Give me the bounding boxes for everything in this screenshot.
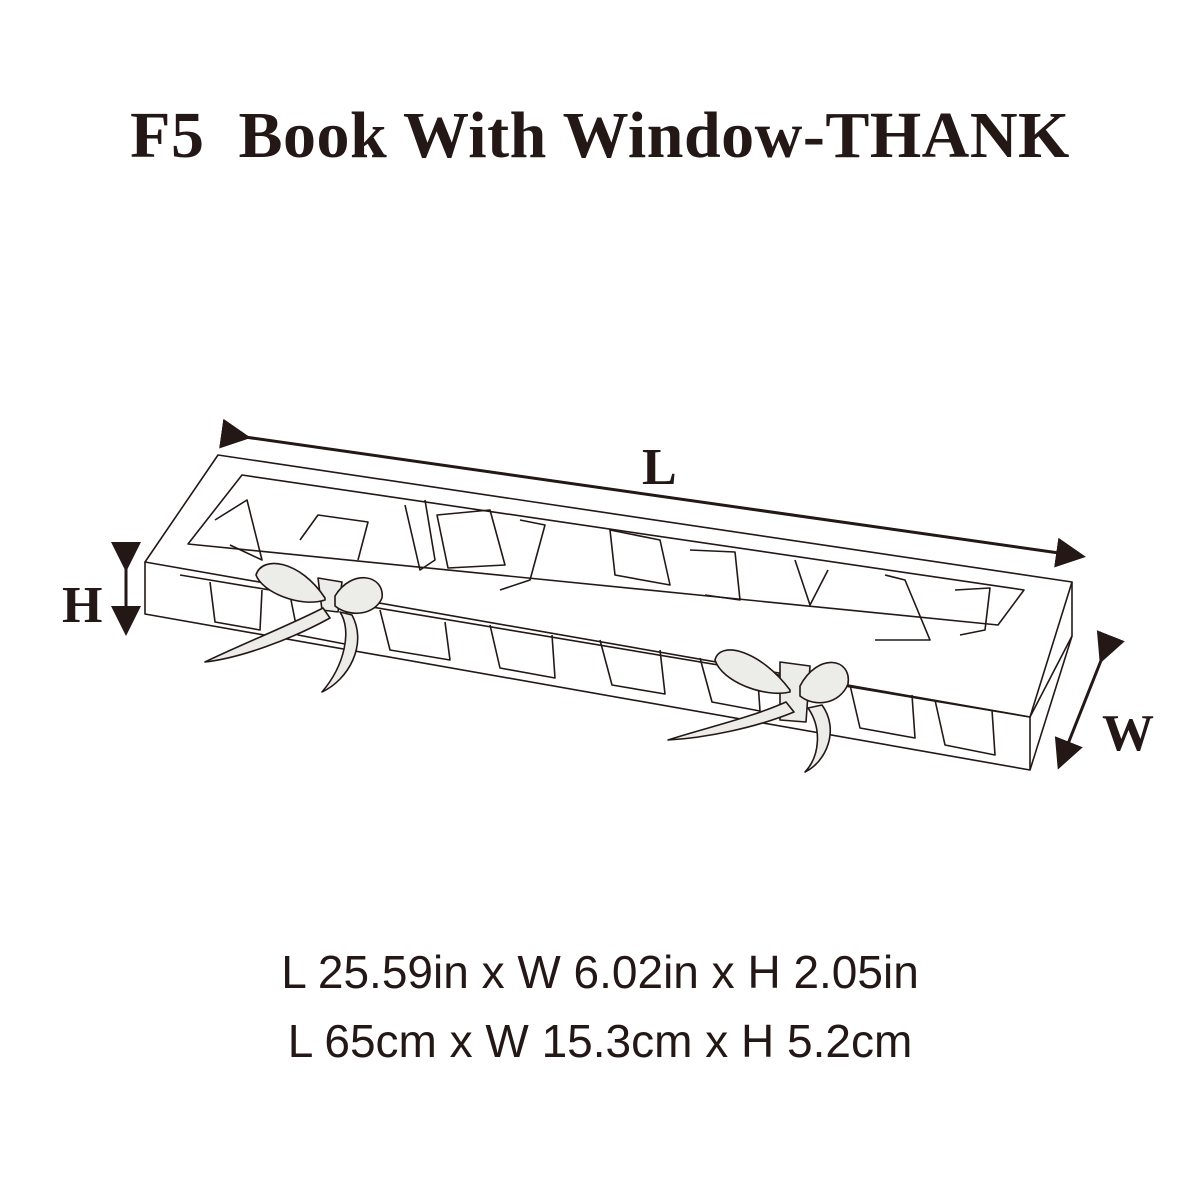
box-illustration bbox=[111, 418, 1125, 773]
length-label: L bbox=[642, 439, 677, 496]
box-outline bbox=[144, 454, 1073, 771]
height-label: H bbox=[62, 577, 103, 634]
width-label: W bbox=[1102, 705, 1154, 762]
length-arrow bbox=[219, 418, 1086, 568]
dimension-specs: L 25.59in x W 6.02in x H 2.05in L 65cm x… bbox=[0, 938, 1200, 1076]
imperial-dimensions: L 25.59in x W 6.02in x H 2.05in bbox=[281, 946, 919, 998]
width-arrow bbox=[1054, 630, 1125, 770]
page-title: F5 Book With Window-THANK bbox=[130, 99, 1070, 172]
metric-dimensions: L 65cm x W 15.3cm x H 5.2cm bbox=[287, 1015, 913, 1067]
ribbon-bow-right bbox=[667, 649, 849, 773]
box-diagram: L H W bbox=[0, 400, 1200, 820]
ribbon-bow-left bbox=[204, 562, 383, 693]
